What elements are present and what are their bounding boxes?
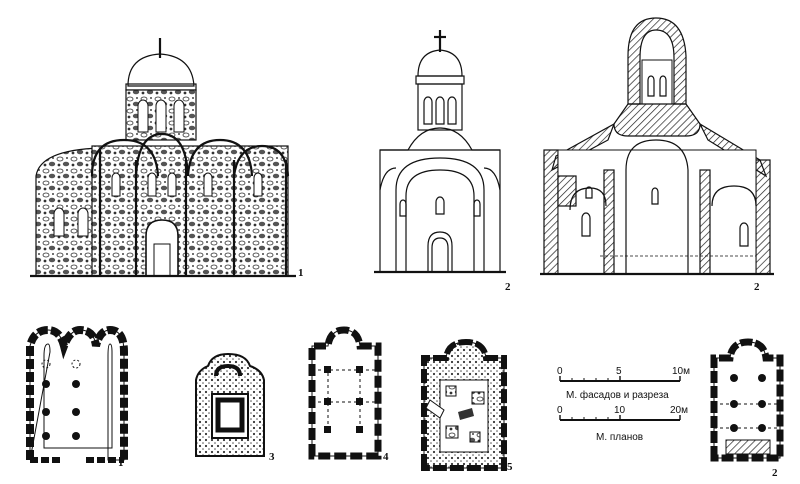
facade-1-elevation: 1 [30, 38, 304, 279]
plan-2: 2 [710, 338, 784, 479]
plan-3-label: 3 [269, 451, 275, 463]
facade-1-label: 1 [298, 267, 304, 279]
facade-2-elevation: 2 [374, 30, 511, 293]
scale-bar-facades: 0 5 10м М. фасадов и разреза [557, 366, 690, 401]
scale-plans-tick-10: 10 [614, 405, 626, 416]
section-2-drawing: 2 [540, 17, 774, 293]
scale-bar-plans: 0 10 20м М. планов [557, 405, 688, 443]
plan-1: 1 [26, 325, 128, 469]
scale-plans-caption: М. планов [596, 432, 643, 443]
plan-4: 4 [308, 326, 389, 463]
scale-facades-caption: М. фасадов и разреза [566, 389, 669, 401]
scale-plans-tick-20: 20м [670, 405, 688, 416]
plan-3: 3 [195, 352, 275, 463]
plan-1-label: 1 [118, 457, 124, 469]
scale-facades-tick-5: 5 [616, 366, 622, 377]
plan-4-label: 4 [383, 451, 389, 463]
scale-facades-tick-10: 10м [672, 366, 690, 377]
facade-2-label: 2 [505, 281, 511, 293]
scale-facades-tick-0: 0 [557, 366, 563, 377]
section-2-label: 2 [754, 281, 760, 293]
plan-5-label: 5 [507, 461, 513, 473]
plan-2-label: 2 [772, 467, 778, 479]
plan-5: 5 [421, 338, 513, 473]
scale-plans-tick-0: 0 [557, 405, 563, 416]
